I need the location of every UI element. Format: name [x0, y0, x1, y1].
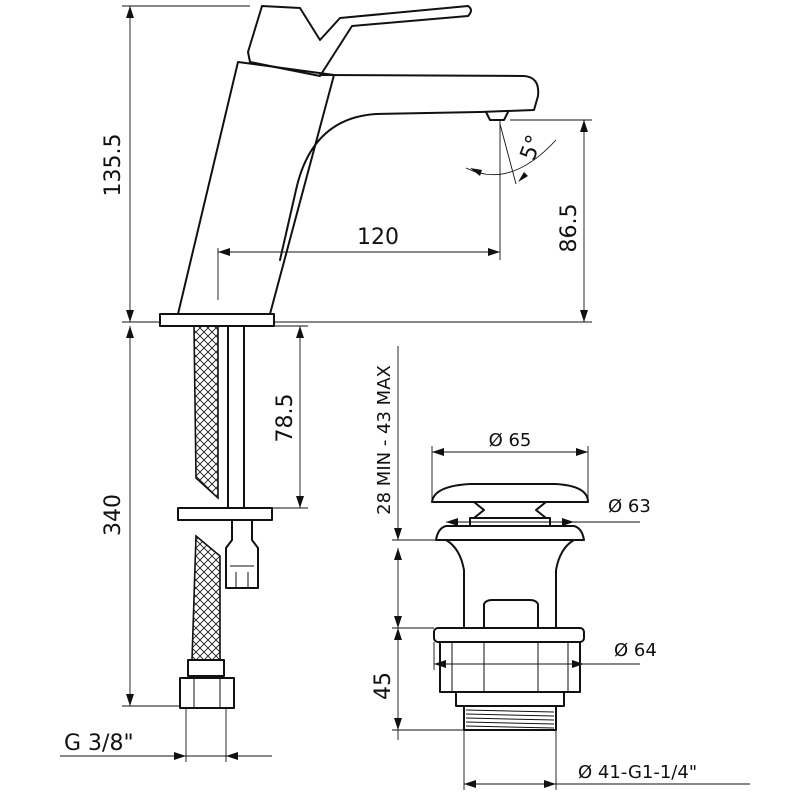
dim-spout-reach: 120 [217, 120, 501, 300]
dim-drain-thread: Ø 41-G1-1/4" [463, 730, 750, 790]
dim-shank-length: 78.5 [272, 325, 308, 509]
drain-stem [473, 501, 547, 519]
hose-nut [179, 677, 235, 709]
faucet-spout [279, 74, 540, 261]
drain-body [445, 539, 575, 629]
hose-ferrule [187, 659, 225, 677]
label-faucet-thread: G 3/8" [64, 731, 134, 756]
faucet-aerator [485, 111, 509, 121]
dim-spout-angle: 5° [465, 123, 557, 185]
label-spout-angle: 5° [516, 132, 548, 164]
dim-seat-diameter: Ø 63 [446, 496, 651, 526]
label-shank-length: 78.5 [273, 394, 298, 443]
fixing-washer [177, 507, 273, 521]
drain-top-flange [435, 525, 585, 541]
label-drain-thread: Ø 41-G1-1/4" [578, 762, 697, 783]
fixing-nut [225, 519, 259, 589]
drain-cap [431, 483, 589, 503]
faucet-body [177, 61, 335, 315]
dim-hose-length: 340 [101, 326, 180, 707]
dim-height-total: 135.5 [101, 5, 250, 323]
label-thickness-range: 28 MIN - 43 MAX [374, 365, 395, 515]
drain-nut-detail [451, 642, 569, 692]
label-flange-diameter: Ø 64 [614, 640, 657, 661]
hose-nut-detail [193, 678, 221, 708]
hose-lower [191, 534, 221, 661]
dim-flange-diameter: Ø 64 [433, 640, 657, 670]
label-cap-diameter: Ø 65 [489, 430, 532, 451]
fixing-nut-detail [230, 565, 254, 588]
label-hose-length: 340 [101, 494, 126, 536]
drain-lock-flange [433, 627, 585, 643]
drain-drawing: Ø 65 Ø 63 Ø 64 28 MIN - 43 MAX [371, 346, 750, 790]
drain-nut [439, 641, 581, 693]
label-body-height: 45 [371, 672, 396, 700]
hose-upper [193, 325, 219, 500]
faucet-drawing: 135.5 120 86.5 5° [60, 5, 592, 762]
label-spout-height: 86.5 [557, 204, 582, 253]
faucet-base-plate [159, 313, 275, 327]
drain-nut-base [455, 691, 565, 707]
dim-thickness-range: 28 MIN - 43 MAX [374, 346, 446, 541]
dim-spout-height: 86.5 [274, 119, 592, 323]
dim-body-height: 45 [371, 548, 464, 740]
drain-inner-window [483, 599, 539, 629]
label-seat-diameter: Ø 63 [608, 496, 651, 517]
drain-thread-lines [465, 709, 555, 729]
drain-thread [463, 705, 557, 731]
dim-cap-diameter: Ø 65 [431, 430, 589, 500]
label-spout-reach: 120 [357, 225, 399, 250]
dim-faucet-thread: G 3/8" [60, 708, 272, 762]
label-height-total: 135.5 [101, 134, 126, 197]
faucet-lever [247, 5, 472, 77]
